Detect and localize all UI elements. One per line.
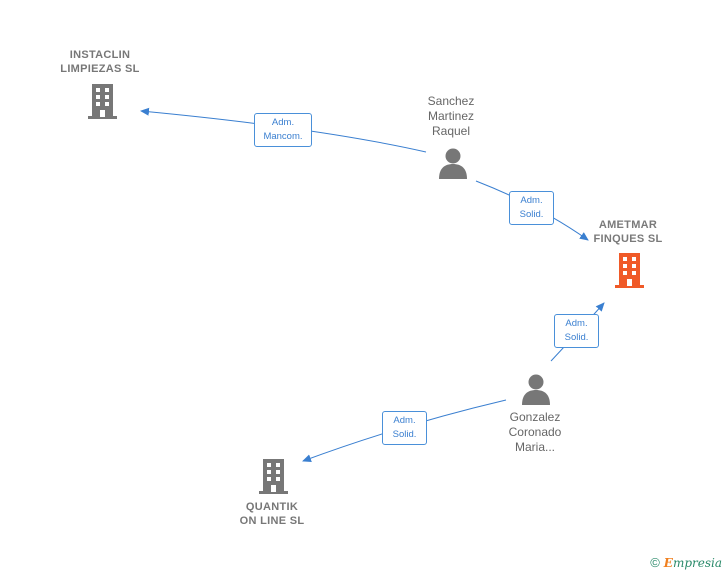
person-icon[interactable] [438, 148, 468, 179]
building-icon[interactable] [257, 459, 290, 495]
company-name-ametmar[interactable]: AMETMAR FINQUES SL [593, 219, 663, 245]
brand-logo-initial: E [663, 556, 673, 570]
person-icon[interactable] [521, 374, 551, 405]
copyright-symbol: © [650, 555, 660, 570]
brand-logo-text: mpresia [672, 556, 722, 570]
role-badge-gonzalez-ametmar[interactable]: Adm. Solid. [554, 314, 599, 348]
brand-footer: ©Empresia [650, 555, 722, 570]
role-badge-sanchez-instaclin[interactable]: Adm. Mancom. [254, 113, 312, 147]
company-name-instaclin[interactable]: INSTACLIN LIMPIEZAS SL [60, 49, 140, 75]
person-name-sanchez[interactable]: Sanchez Martinez Raquel [427, 94, 475, 138]
building-icon[interactable] [613, 253, 646, 289]
role-badge-gonzalez-quantik[interactable]: Adm. Solid. [382, 411, 427, 445]
role-badge-sanchez-ametmar[interactable]: Adm. Solid. [509, 191, 554, 225]
building-icon[interactable] [86, 84, 119, 120]
company-name-quantik[interactable]: QUANTIK ON LINE SL [239, 501, 305, 527]
person-name-gonzalez[interactable]: Gonzalez Coronado Maria... [508, 410, 562, 454]
